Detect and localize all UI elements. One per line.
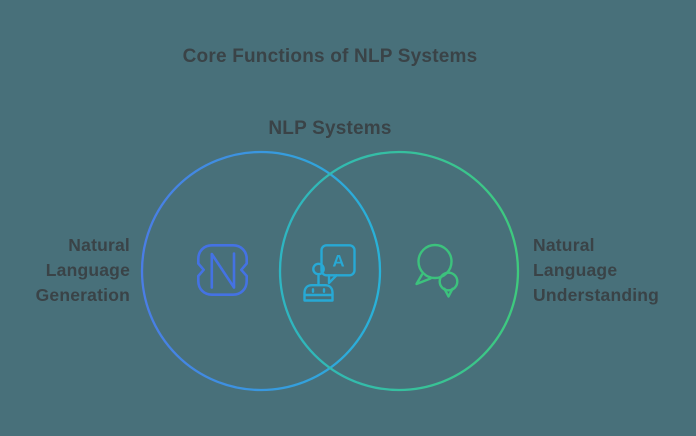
right-set-label-line1: Natural — [533, 235, 595, 255]
left-set-label-line2: Language — [45, 260, 130, 280]
chat-bubble-tail — [327, 274, 338, 285]
venn-heading: NLP Systems — [268, 118, 392, 139]
large-bubble — [417, 243, 453, 280]
small-bubble — [438, 271, 459, 292]
understanding-circle — [278, 150, 520, 392]
speech-bubbles-icon — [415, 243, 459, 298]
right-set-label-line2: Language — [533, 260, 618, 280]
n-logo-icon — [197, 244, 248, 296]
chatbot-icon: A — [303, 244, 356, 302]
bubble-letter: A — [332, 252, 344, 271]
generation-circle — [140, 150, 382, 392]
right-set-label-line3: Understanding — [533, 285, 660, 305]
left-set-label-line1: Natural — [68, 235, 130, 255]
right-set-label: Natural Language Understanding — [533, 233, 659, 308]
diagram-title: Core Functions of NLP Systems — [182, 46, 478, 67]
left-set-label: Natural Language Generation — [36, 233, 130, 308]
chat-bubble — [320, 244, 356, 277]
robot-eyes — [311, 288, 326, 293]
robot-head — [303, 284, 334, 302]
large-bubble-tail — [415, 273, 432, 286]
small-bubble-tail — [443, 287, 454, 298]
left-set-label-line3: Generation — [35, 285, 130, 305]
